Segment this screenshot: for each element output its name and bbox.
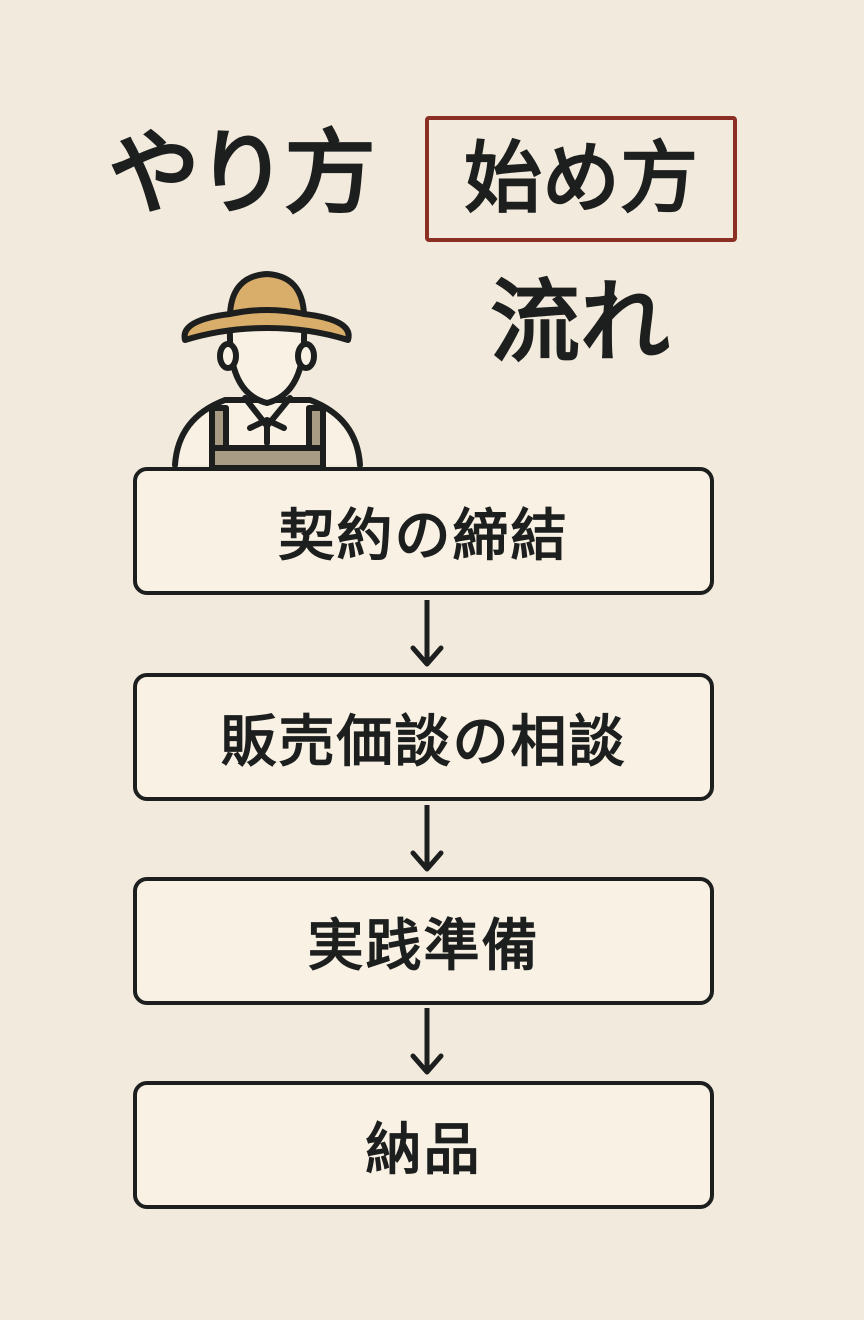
title-hajimekata: 始め方 [463,134,698,224]
arrow-down-icon [410,600,444,667]
arrow-down-icon [410,805,444,872]
step-label: 実践準備 [307,913,540,979]
farmer-icon [172,271,363,468]
step-delivery: 納品 [133,1081,714,1209]
step-label: 販売価談の相談 [220,709,627,775]
step-label: 契約の締結 [278,503,569,569]
step-label: 納品 [365,1117,482,1183]
title-boxed-frame: 始め方 [425,116,737,242]
step-contract: 契約の締結 [133,467,714,595]
title-nagare: 流れ [490,270,670,375]
step-price-consultation: 販売価談の相談 [133,673,714,801]
step-preparation: 実践準備 [133,877,714,1005]
title-yarikata: やり方 [108,120,376,227]
arrow-down-icon [410,1008,444,1075]
